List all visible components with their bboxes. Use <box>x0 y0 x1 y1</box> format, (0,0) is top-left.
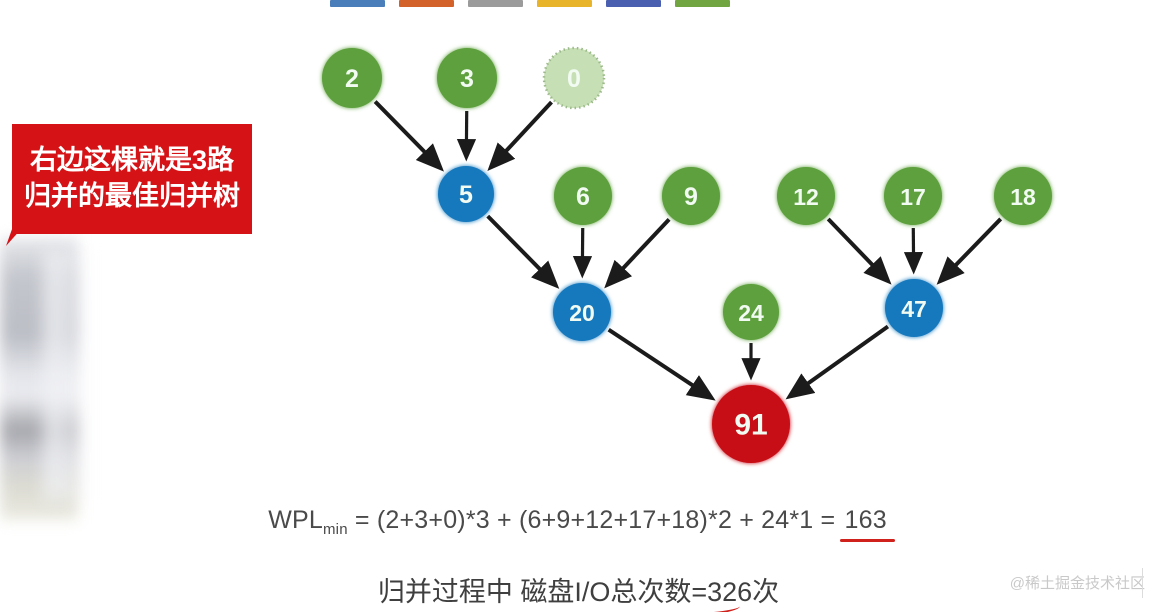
node-circle <box>322 48 382 108</box>
node-circle <box>777 167 835 225</box>
tree-edge-n18-to-n47 <box>936 217 1003 285</box>
tree-node-0[interactable]: 0 <box>542 46 606 110</box>
legend-swatch-2 <box>468 0 523 7</box>
tree-node-9[interactable]: 9 <box>662 167 720 225</box>
node-circle <box>554 167 612 225</box>
disk-io-note: 归并过程中 磁盘I/O总次数=326次 <box>377 577 780 607</box>
node-label: 2 <box>345 65 359 93</box>
callout-line-2: 归并的最佳归并树 <box>24 181 240 211</box>
tree-nodes: 2 3 0 5 6 9 12 17 18 20 24 47 91 <box>322 46 1052 463</box>
node-circle <box>553 283 611 341</box>
tree-edges <box>373 100 1003 401</box>
watermark-text: @稀土掘金技术社区 <box>1009 575 1145 592</box>
node-circle <box>542 46 606 110</box>
node-label: 91 <box>734 409 767 442</box>
tree-node-91[interactable]: 91 <box>712 385 790 463</box>
tree-node-47[interactable]: 47 <box>885 279 943 337</box>
watermark-corner-rule <box>1142 568 1153 598</box>
node-label: 0 <box>567 65 581 93</box>
tree-node-18[interactable]: 18 <box>994 167 1052 225</box>
tree-node-3[interactable]: 3 <box>437 48 497 108</box>
node-label: 20 <box>569 300 595 326</box>
node-label: 9 <box>684 183 698 211</box>
node-circle <box>723 284 779 340</box>
formula-prefix: WPL <box>268 506 323 534</box>
node-label: 47 <box>901 296 927 322</box>
node-label: 24 <box>738 300 764 326</box>
legend-swatch-3 <box>537 0 592 7</box>
formula-expression: = (2+3+0)*3 + (6+9+12+17+18)*2 + 24*1 = <box>347 506 843 534</box>
node-circle <box>437 48 497 108</box>
formula-subscript: min <box>322 521 348 538</box>
node-circle <box>994 167 1052 225</box>
node-label: 5 <box>459 181 473 209</box>
legend-swatch-5 <box>675 0 730 7</box>
tree-node-12[interactable]: 12 <box>777 167 835 225</box>
tree-edge-n0-to-n5 <box>487 100 553 172</box>
tree-edge-n5-to-n20 <box>486 214 560 289</box>
tree-edge-n12-to-n47 <box>826 217 892 285</box>
node-circle <box>662 167 720 225</box>
blurred-background-artifact-secondary <box>44 250 90 500</box>
node-circle <box>884 167 942 225</box>
tree-node-20[interactable]: 20 <box>553 283 611 341</box>
node-label: 17 <box>900 184 926 210</box>
tree-edge-n20-to-n91 <box>607 328 716 401</box>
callout-line-1: 右边这棵就是3路 <box>29 145 235 176</box>
legend-swatch-0 <box>330 0 385 7</box>
tree-node-24[interactable]: 24 <box>723 284 779 340</box>
node-label: 18 <box>1010 184 1036 210</box>
node-label: 12 <box>793 184 819 210</box>
node-circle <box>438 166 494 222</box>
legend-swatch-1 <box>399 0 454 7</box>
tree-node-5[interactable]: 5 <box>438 166 494 222</box>
node-label: 6 <box>576 183 590 211</box>
tree-node-17[interactable]: 17 <box>884 167 942 225</box>
formula-result: 163 <box>840 506 896 542</box>
tree-node-2[interactable]: 2 <box>322 48 382 108</box>
tree-edge-n2-to-n5 <box>373 100 444 172</box>
legend-swatch-4 <box>606 0 661 7</box>
node-label: 3 <box>460 65 474 93</box>
node-circle <box>885 279 943 337</box>
node-circle <box>712 385 790 463</box>
callout-box: 右边这棵就是3路 归并的最佳归并树 <box>12 124 252 234</box>
tree-edge-n47-to-n91 <box>785 324 890 400</box>
chart-legend-strip <box>330 0 730 10</box>
tree-edge-n9-to-n20 <box>604 217 671 289</box>
tree-node-6[interactable]: 6 <box>554 167 612 225</box>
wpl-formula: WPLmin = (2+3+0)*3 + (6+9+12+17+18)*2 + … <box>0 506 1157 542</box>
